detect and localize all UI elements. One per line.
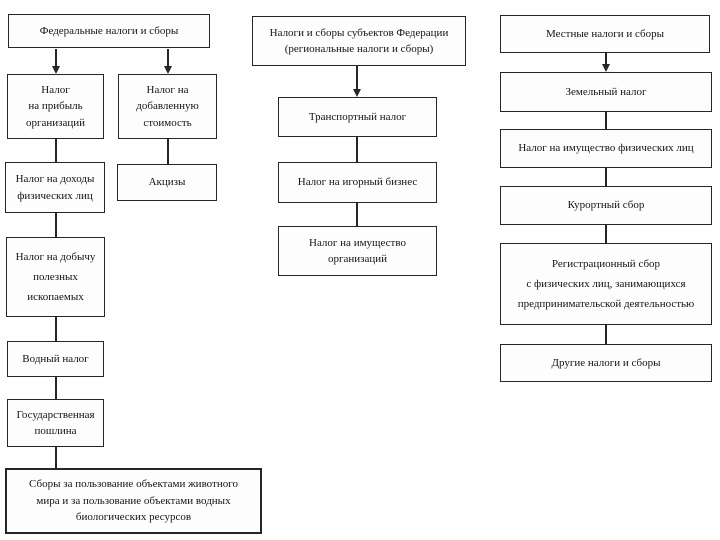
- node-local-registration-fee: Регистрационный сбор с физических лиц, з…: [500, 243, 712, 325]
- connector-line: [605, 53, 607, 65]
- node-regional-transport-tax: Транспортный налог: [278, 97, 437, 137]
- connector-line: [55, 447, 57, 468]
- connector-line: [605, 112, 607, 129]
- node-federal-personal-income-tax: Налог на доходы физических лиц: [5, 162, 105, 213]
- node-federal-profit-tax: Налог на прибыль организаций: [7, 74, 104, 139]
- connector-line: [356, 66, 358, 89]
- connector-line: [356, 203, 358, 226]
- node-local-land-tax: Земельный налог: [500, 72, 712, 112]
- connector-line: [167, 139, 169, 164]
- node-local-resort-fee: Курортный сбор: [500, 186, 712, 225]
- node-local-header: Местные налоги и сборы: [500, 15, 710, 53]
- arrow-down-icon: [352, 89, 361, 97]
- node-regional-header: Налоги и сборы субъектов Федерации (реги…: [252, 16, 466, 66]
- arrow-down-icon: [51, 66, 60, 74]
- connector-line: [55, 377, 57, 399]
- node-federal-vat: Налог на добавленную стоимость: [118, 74, 217, 139]
- node-federal-excise: Акцизы: [117, 164, 217, 201]
- connector-line: [605, 168, 607, 186]
- connector-line: [55, 139, 57, 162]
- connector-line: [55, 213, 57, 237]
- node-local-other-taxes: Другие налоги и сборы: [500, 344, 712, 382]
- node-regional-org-property-tax: Налог на имущество организаций: [278, 226, 437, 276]
- connector-line: [605, 325, 607, 344]
- connector-line: [605, 225, 607, 243]
- connector-line: [167, 49, 169, 66]
- node-regional-gambling-tax: Налог на игорный бизнес: [278, 162, 437, 203]
- node-local-personal-property-tax: Налог на имущество физических лиц: [500, 129, 712, 168]
- node-federal-state-duty: Государственная пошлина: [7, 399, 104, 447]
- node-federal-header: Федеральные налоги и сборы: [8, 14, 210, 48]
- connector-line: [55, 49, 57, 66]
- node-federal-mineral-extraction-tax: Налог на добычу полезных ископаемых: [6, 237, 105, 317]
- arrow-down-icon: [601, 64, 610, 72]
- node-federal-water-tax: Водный налог: [7, 341, 104, 377]
- connector-line: [356, 137, 358, 162]
- arrow-down-icon: [163, 66, 172, 74]
- node-federal-fauna-water-fees: Сборы за пользование объектами животного…: [5, 468, 262, 534]
- connector-line: [55, 317, 57, 341]
